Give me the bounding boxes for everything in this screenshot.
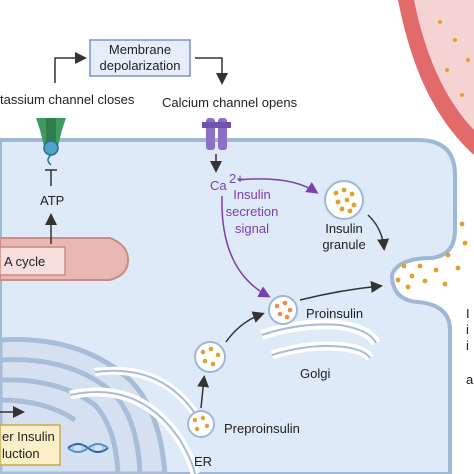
granule-line1: Insulin <box>325 221 363 236</box>
proinsulin-label: Proinsulin <box>306 306 363 321</box>
signal-line1: Insulin <box>233 187 271 202</box>
golgi <box>260 319 381 361</box>
arrow-from-depolarization <box>195 57 228 85</box>
arrow-to-depolarization <box>54 52 87 83</box>
arrow-proinsulin-to-exocytosis <box>299 280 383 301</box>
arrow-signal-to-granule <box>237 178 319 194</box>
arrow-granule-to-membrane <box>367 214 390 251</box>
arrow-signal-to-proinsulin <box>221 195 271 298</box>
preproinsulin-label: Preproinsulin <box>224 421 300 436</box>
preproinsulin-vesicle-icon <box>187 410 215 438</box>
atp-label: ATP <box>40 193 64 208</box>
er-label: ER <box>194 454 212 469</box>
membrane-depolarization-line1: Membrane <box>109 42 171 57</box>
atp-inhibition-line <box>45 169 57 186</box>
signal-line3: signal <box>235 221 269 236</box>
golgi-label: Golgi <box>300 366 330 381</box>
arrow-preproinsulin-to-vesicle <box>197 375 210 409</box>
potassium-channel-icon <box>36 118 66 166</box>
transport-vesicle-icon <box>194 341 226 373</box>
tca-cycle-label: A cycle <box>4 254 45 269</box>
blood-vessel <box>398 0 474 155</box>
right-fragment-4: a <box>466 372 474 387</box>
tca-cycle-box <box>0 246 66 276</box>
proinsulin-vesicle-icon <box>268 295 298 325</box>
right-fragment-2: i <box>466 322 469 337</box>
exocytosis-granules <box>395 221 468 290</box>
granule-line2: granule <box>322 237 365 252</box>
insulin-granule-icon <box>324 180 364 220</box>
right-fragment-3: i <box>466 338 469 353</box>
production-line1: er Insulin <box>2 429 55 444</box>
membrane-depolarization-box <box>89 39 191 77</box>
insulin-production-box <box>0 424 61 466</box>
calcium-channel-icon <box>202 118 231 150</box>
calcium-ion-label: Ca <box>210 178 227 193</box>
dna-icon <box>67 443 109 453</box>
calcium-charge-label: 2+ <box>229 171 244 186</box>
signal-line2: secretion <box>226 204 279 219</box>
membrane-depolarization-line2: depolarization <box>100 58 181 73</box>
arrow-vesicle-to-golgi <box>225 311 265 343</box>
right-fragment-1: I <box>466 306 470 321</box>
potassium-channel-label: tassium channel closes <box>0 92 135 107</box>
calcium-channel-label: Calcium channel opens <box>162 95 298 110</box>
production-line2: luction <box>2 446 40 461</box>
